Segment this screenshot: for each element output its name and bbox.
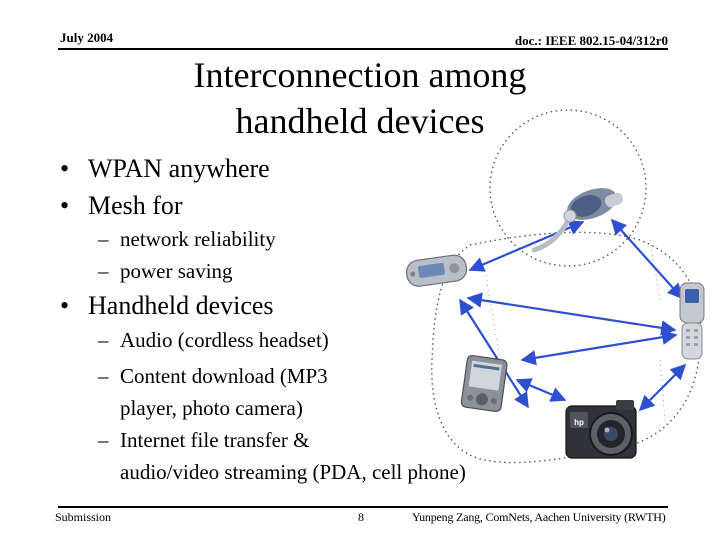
sub-bullet-content-cont: player, photo camera) <box>120 396 303 420</box>
sub-bullet-text: power saving <box>120 259 233 283</box>
sub-bullet-power: –power saving <box>98 259 233 284</box>
header-rule <box>58 48 668 50</box>
sub-bullet-internet-cont: audio/video streaming (PDA, cell phone) <box>120 460 466 484</box>
bullet-dot: • <box>60 191 70 220</box>
arrow-pda-camera <box>515 378 567 402</box>
bullet-dot: • <box>60 154 70 183</box>
arrow-camera-phone <box>638 363 687 412</box>
slide-title: Interconnection among handheld devices <box>150 52 570 144</box>
coverage-circle-headset <box>489 109 647 267</box>
footer-page-number: 8 <box>358 510 364 524</box>
headset-icon <box>531 188 624 253</box>
bullet-handheld: • Handheld devices <box>60 291 274 321</box>
faint-link <box>649 239 661 301</box>
sub-bullet-text: Audio (cordless headset) <box>120 328 329 352</box>
header-doc-id: doc.: IEEE 802.15-04/312r0 <box>514 33 668 48</box>
arrow-headset-phone <box>610 218 684 300</box>
title-line-2: handheld devices <box>235 101 485 141</box>
bullet-text: Mesh for <box>88 191 183 220</box>
pda-icon <box>460 355 508 413</box>
bullet-text: WPAN anywhere <box>88 154 270 183</box>
dash: – <box>98 227 109 251</box>
mp3-player-icon <box>405 254 468 287</box>
bullet-text: Handheld devices <box>88 291 274 320</box>
camera-icon: hp <box>565 400 637 459</box>
sub-bullet-content: –Content download (MP3 <box>98 364 328 389</box>
sub-bullet-text: network reliability <box>120 227 276 251</box>
title-line-1: Interconnection among <box>193 55 527 95</box>
cell-phone-icon <box>679 282 705 360</box>
arrow-mp3-phone <box>466 292 677 336</box>
sub-bullet-text: Content download (MP3 <box>120 364 328 388</box>
arrow-pda-phone <box>520 329 678 366</box>
dash: – <box>98 259 109 283</box>
dash: – <box>98 328 109 352</box>
sub-bullet-internet: –Internet file transfer & <box>98 428 310 453</box>
bullet-wpan: • WPAN anywhere <box>60 154 270 184</box>
dash: – <box>98 364 109 388</box>
bullet-mesh: • Mesh for <box>60 191 183 221</box>
coverage-circles <box>431 109 702 464</box>
footer-author: Yunpeng Zang, ComNets, Aachen University… <box>412 510 666 524</box>
footer-submission: Submission <box>55 510 112 524</box>
bullet-dot: • <box>60 291 70 320</box>
sub-bullet-audio: –Audio (cordless headset) <box>98 328 329 353</box>
faint-links <box>484 239 666 421</box>
sub-bullet-text: Internet file transfer & <box>120 428 310 452</box>
sub-bullet-reliability: –network reliability <box>98 227 276 252</box>
camera-brand-logo: hp <box>574 418 584 427</box>
faint-link <box>484 269 501 361</box>
header-date: July 2004 <box>60 30 114 45</box>
arrow-mp3-headset <box>468 220 585 272</box>
footer-rule <box>58 506 668 508</box>
dash: – <box>98 428 109 452</box>
